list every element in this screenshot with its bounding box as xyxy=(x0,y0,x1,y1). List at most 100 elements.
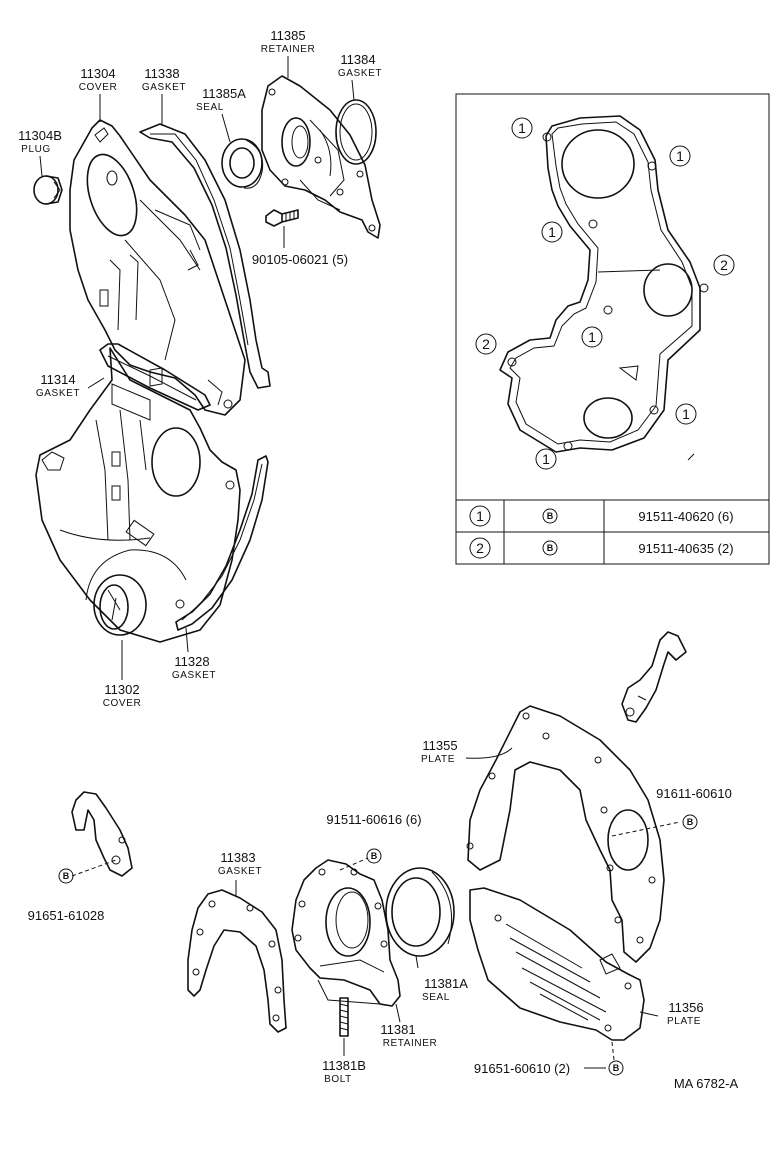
part-number: 11314 xyxy=(40,372,75,387)
part-number: 90105-06021 (5) xyxy=(252,252,348,267)
seal-11381A xyxy=(385,867,455,957)
part-number: 11381 xyxy=(380,1022,415,1037)
bolt-90105 xyxy=(265,209,299,227)
circled-marker: 1 xyxy=(669,145,691,167)
callout-11383: 11383 GASKET xyxy=(218,850,262,877)
circled-marker: 2 xyxy=(713,254,735,276)
badge-letter: B xyxy=(613,1063,620,1073)
part-name: SEAL xyxy=(196,102,224,113)
callout-11384: 11384 GASKET xyxy=(338,52,382,79)
callout-91651-61028: 91651-61028 xyxy=(28,908,105,923)
callout-11355: 11355 PLATE xyxy=(421,738,458,765)
part-number: 91511-60616 (6) xyxy=(326,812,421,827)
bracket-upper-right xyxy=(621,631,687,723)
callout-11328: 11328 GASKET xyxy=(172,654,216,681)
part-number: 11385 xyxy=(270,28,305,43)
part-name: PLATE xyxy=(667,1016,701,1027)
callout-11314: 11314 GASKET xyxy=(36,372,80,399)
part-name: GASKET xyxy=(36,388,80,399)
marker-label: 1 xyxy=(676,148,684,164)
figure-code: MA 6782-A xyxy=(674,1076,739,1091)
marker-label: 2 xyxy=(720,257,728,273)
part-name: SEAL xyxy=(422,992,450,1003)
row-part-number: 91511-40620 (6) xyxy=(638,509,733,524)
row-badge: B xyxy=(547,511,554,521)
part-name: RETAINER xyxy=(383,1038,438,1049)
part-number: 11385A xyxy=(202,86,246,101)
part-name: COVER xyxy=(103,698,142,709)
marker-label: 1 xyxy=(548,224,556,240)
part-name: GASKET xyxy=(142,82,186,93)
callout-91611: 91611-60610 xyxy=(656,786,732,801)
callout-11304B: 11304B PLUG xyxy=(18,128,62,155)
callout-11338: 11338 GASKET xyxy=(142,66,186,93)
part-number: 11328 xyxy=(174,654,209,669)
circled-marker: 1 xyxy=(675,403,697,425)
part-number: 11383 xyxy=(220,850,255,865)
end-plate-11355 xyxy=(466,705,665,963)
callout-11356: 11356 PLATE xyxy=(667,1000,704,1027)
circled-marker: 1 xyxy=(511,117,533,139)
callout-91651-60610: 91651-60610 (2) xyxy=(474,1061,570,1076)
part-name: COVER xyxy=(79,82,118,93)
part-name: BOLT xyxy=(324,1074,352,1085)
gasket-11384 xyxy=(335,99,377,165)
upper-timing-cover-11304 xyxy=(69,119,246,416)
part-number: 11302 xyxy=(104,682,139,697)
part-name: RETAINER xyxy=(261,44,316,55)
part-number: 91651-60610 (2) xyxy=(474,1061,570,1076)
marker-label: 2 xyxy=(482,336,490,352)
inset-gasket-outline xyxy=(499,115,709,461)
badge-91511-60616: B xyxy=(366,848,382,864)
badge-letter: B xyxy=(63,871,70,881)
gasket-11328 xyxy=(175,455,269,631)
seal-11385A xyxy=(221,138,264,189)
callout-90105: 90105-06021 (5) xyxy=(252,252,348,267)
part-number: 11355 xyxy=(422,738,457,753)
upper-left-leaders xyxy=(39,56,355,680)
circled-marker: 1 xyxy=(581,326,603,348)
row-badge: B xyxy=(547,543,554,553)
part-name: GASKET xyxy=(172,670,216,681)
part-number: 11338 xyxy=(144,66,179,81)
callout-11302: 11302 COVER xyxy=(103,682,142,709)
part-number: 11381A xyxy=(424,976,468,991)
callout-11381: 11381 RETAINER xyxy=(380,1022,438,1049)
part-number: 11384 xyxy=(340,52,375,67)
row-marker: 1 xyxy=(476,508,484,524)
badge-letter: B xyxy=(371,851,378,861)
part-number: 11304 xyxy=(80,66,115,81)
part-number: 91651-61028 xyxy=(28,908,105,923)
plug-11304B xyxy=(33,175,63,205)
badge-91611: B xyxy=(682,814,698,830)
gasket-11314 xyxy=(99,343,211,411)
callout-11304: 11304 COVER xyxy=(79,66,118,93)
callout-11381A: 11381A SEAL xyxy=(422,976,468,1003)
part-name: GASKET xyxy=(218,866,262,877)
lower-leaders xyxy=(71,747,681,1069)
part-number: 11304B xyxy=(18,128,62,143)
bracket-left xyxy=(71,791,133,877)
badge-91651-61028: B xyxy=(58,868,74,884)
part-number: 11381B xyxy=(322,1058,366,1073)
callout-91511-60616: 91511-60616 (6) xyxy=(326,812,421,827)
part-name: PLATE xyxy=(421,754,455,765)
gasket-11338 xyxy=(139,123,271,389)
callout-11385A: 11385A SEAL xyxy=(196,86,246,113)
callout-11385: 11385 RETAINER xyxy=(261,28,316,55)
bolt-11381B xyxy=(339,997,349,1037)
callout-11381B: 11381B BOLT xyxy=(322,1058,366,1085)
retainer-11381 xyxy=(291,859,401,1007)
marker-label: 1 xyxy=(518,120,526,136)
marker-label: 1 xyxy=(588,329,596,345)
circled-marker: 2 xyxy=(475,333,497,355)
part-number: 91611-60610 xyxy=(656,786,732,801)
inset-frame xyxy=(455,93,770,565)
row-marker: 2 xyxy=(476,540,484,556)
circled-marker: 1 xyxy=(541,221,563,243)
gasket-11383 xyxy=(187,889,287,1033)
